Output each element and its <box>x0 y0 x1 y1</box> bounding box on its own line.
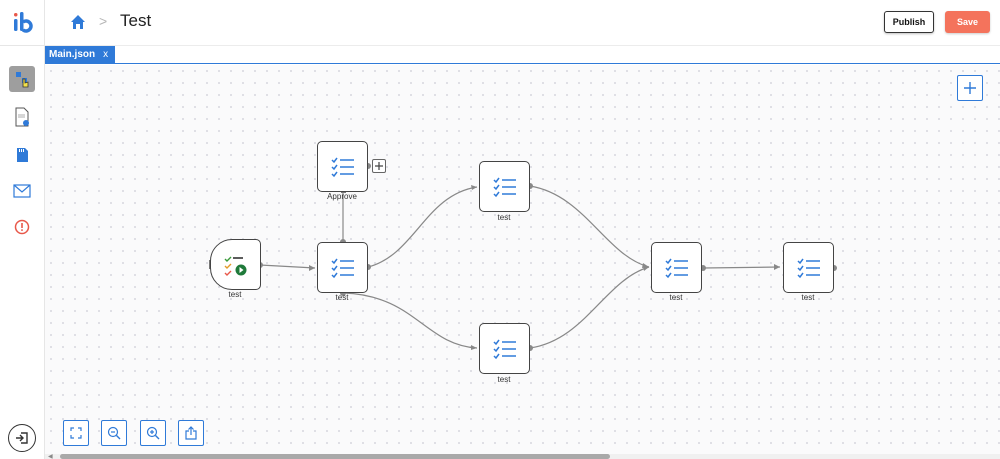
edge-n2-n3 <box>367 186 478 268</box>
workflow-node-6[interactable] <box>783 242 834 293</box>
add-node-button[interactable] <box>957 75 983 101</box>
tab-main-json[interactable]: Main.json x <box>45 46 115 63</box>
top-header: > Test Publish Save <box>45 0 1000 46</box>
exit-icon <box>16 432 28 444</box>
start-task-icon <box>224 256 246 276</box>
node-label: test <box>335 293 349 302</box>
workflow-canvas[interactable]: test Approve test <box>45 65 1000 459</box>
checklist-icon <box>664 258 688 278</box>
arrowhead <box>643 266 649 271</box>
add-branch-button[interactable] <box>372 159 386 173</box>
workflow-node-2[interactable] <box>317 242 368 293</box>
rail-divider <box>0 45 45 46</box>
fullscreen-icon <box>70 427 82 439</box>
workflow-node-5[interactable] <box>479 323 530 374</box>
share-icon <box>185 426 197 440</box>
arrowhead <box>774 264 780 270</box>
rail-documents-button[interactable] <box>9 104 35 130</box>
zoom-out-icon <box>107 426 121 440</box>
workflow-node-4[interactable] <box>651 242 702 293</box>
arrowhead <box>309 265 315 271</box>
checklist-icon <box>330 157 354 177</box>
home-icon[interactable] <box>69 13 87 31</box>
connections-layer <box>209 163 837 351</box>
page-title: Test <box>120 11 152 30</box>
edge-n5-n4 <box>529 266 650 349</box>
rail-storage-button[interactable] <box>9 142 35 168</box>
edge-n4-n6 <box>702 266 781 269</box>
checklist-icon <box>796 258 820 278</box>
workflow-node-3[interactable] <box>479 161 530 212</box>
edge-n3-n4 <box>529 185 650 268</box>
scrollbar-thumb[interactable] <box>60 454 610 459</box>
node-label: test <box>669 293 683 302</box>
document-globe-icon <box>15 107 29 127</box>
fit-view-button[interactable] <box>63 420 89 446</box>
breadcrumb-separator: > <box>99 13 108 29</box>
save-button[interactable]: Save <box>945 11 990 33</box>
rail-workflow-button[interactable] <box>9 66 35 92</box>
zoom-out-button[interactable] <box>101 420 127 446</box>
scroll-left-arrow[interactable]: ◀ <box>48 454 53 459</box>
node-label: test <box>497 213 511 222</box>
node-label: test <box>228 290 242 299</box>
node-label: Approve <box>327 192 357 201</box>
node-label: test <box>801 293 815 302</box>
edge-start-n2 <box>259 264 316 269</box>
arrowhead <box>471 345 477 350</box>
zoom-in-button[interactable] <box>140 420 166 446</box>
tab-close-button[interactable]: x <box>103 49 109 60</box>
left-rail <box>0 0 45 459</box>
alert-icon <box>14 219 30 235</box>
checklist-icon <box>330 258 354 278</box>
arrowhead <box>471 185 477 190</box>
workflow-node-approve[interactable] <box>317 141 368 192</box>
plus-icon <box>964 82 976 94</box>
workflow-node-start[interactable] <box>210 239 261 290</box>
checklist-icon <box>492 339 516 359</box>
file-tab-bar: Main.json x <box>45 46 1000 64</box>
tab-label: Main.json <box>49 49 96 60</box>
exit-button[interactable] <box>8 424 36 452</box>
rail-alerts-button[interactable] <box>9 214 35 240</box>
export-button[interactable] <box>178 420 204 446</box>
edge-n2-n5 <box>342 292 478 349</box>
publish-button[interactable]: Publish <box>884 11 934 33</box>
node-label: test <box>497 375 511 384</box>
sd-card-icon <box>17 148 28 162</box>
logo-icon <box>14 12 33 33</box>
workflow-icon <box>16 72 29 88</box>
rail-mail-button[interactable] <box>9 178 35 204</box>
checklist-icon <box>492 177 516 197</box>
plus-icon <box>375 162 383 170</box>
mail-icon <box>13 184 31 198</box>
zoom-in-icon <box>146 426 160 440</box>
